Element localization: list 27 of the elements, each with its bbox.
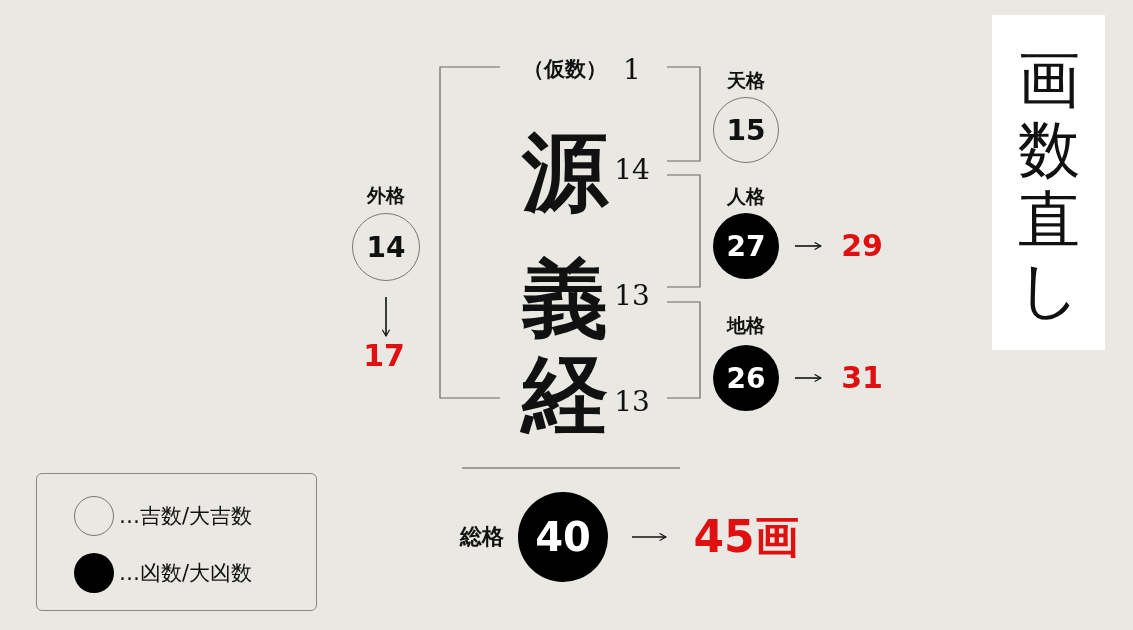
name-character: 源 bbox=[522, 129, 608, 215]
stroke-count: 1 bbox=[623, 56, 641, 84]
name-character: 義 bbox=[522, 255, 608, 341]
stroke-count: 14 bbox=[614, 156, 650, 184]
name-character: 経 bbox=[522, 351, 608, 437]
arrow bbox=[631, 532, 667, 542]
number-circle: 40 bbox=[518, 492, 608, 582]
number-circle: 27 bbox=[713, 213, 779, 279]
stroke-count: 13 bbox=[614, 388, 650, 416]
heading-text: 人格 bbox=[726, 184, 766, 208]
heading-text: 総格 bbox=[460, 524, 504, 550]
heading-text: 外格 bbox=[365, 183, 406, 207]
result-number: 17 bbox=[362, 338, 406, 374]
result-number: 31 bbox=[837, 360, 887, 396]
arrow bbox=[794, 373, 822, 383]
number-circle: 26 bbox=[713, 345, 779, 411]
stroke-count: 13 bbox=[614, 282, 650, 310]
arrow bbox=[794, 241, 822, 251]
legend-text: …凶数/大凶数 bbox=[119, 560, 253, 587]
heading-text: 地格 bbox=[725, 313, 766, 337]
result-number: 29 bbox=[837, 228, 887, 264]
note-text: （仮数） bbox=[523, 57, 607, 79]
result-number: 45画 bbox=[684, 509, 808, 565]
heading-text: 天格 bbox=[726, 68, 766, 92]
legend-text: …吉数/大吉数 bbox=[119, 503, 253, 530]
title-text: 画数直し bbox=[1016, 45, 1081, 325]
arrow bbox=[381, 296, 391, 337]
